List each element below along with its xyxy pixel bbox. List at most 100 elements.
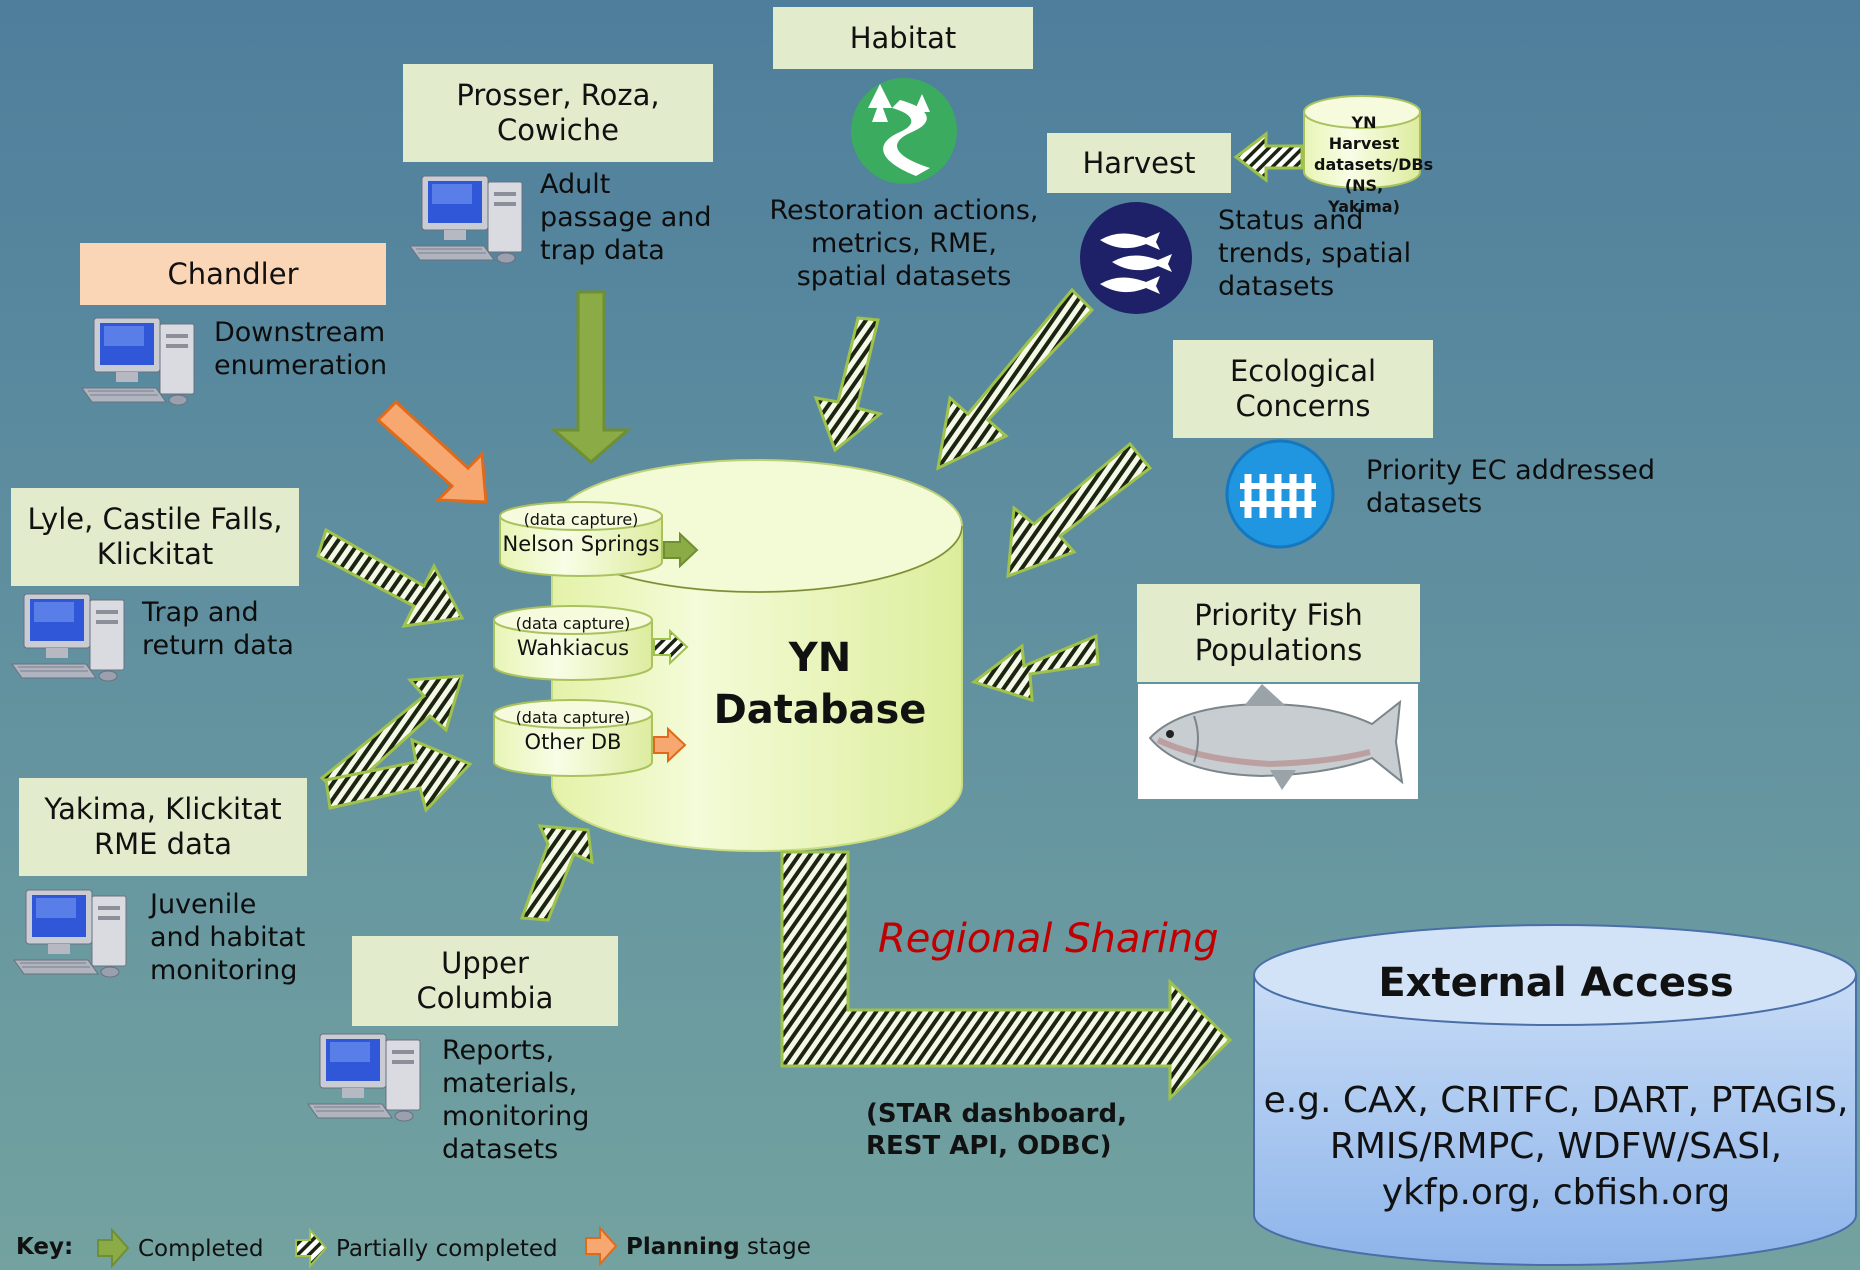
desc-line: trap data [540, 235, 665, 266]
desc-line: Reports, [442, 1035, 555, 1066]
arrow-prosser-completed [549, 290, 633, 464]
data-capture-cylinder-3 [493, 699, 653, 777]
external-line: ykfp.org, cbfish.org [1381, 1172, 1731, 1213]
desc-line: passage and [540, 202, 712, 233]
computer-icon [307, 1033, 421, 1122]
desc-line: datasets [1218, 271, 1335, 302]
data-capture-cylinder-1 [499, 501, 663, 577]
chandler-description: Downstream enumeration [214, 316, 387, 382]
upper-columbia-title-line: Columbia [416, 981, 554, 1015]
desc-line: monitoring [442, 1101, 590, 1132]
prosser-title-line: Cowiche [497, 113, 619, 147]
ecological-concerns-box: Ecological Concerns [1173, 340, 1433, 438]
yn-database-label: YN Database [700, 632, 940, 736]
data-capture-tag: (data capture) [515, 708, 631, 727]
prosser-roza-cowiche-box: Prosser, Roza, Cowiche [403, 64, 713, 162]
data-capture-label-1: (data capture) Nelson Springs [500, 510, 662, 558]
habitat-title: Habitat [849, 20, 957, 55]
data-capture-arrow-partial [653, 628, 689, 666]
key-completed-label: Completed [138, 1236, 264, 1262]
arrow-chandler-planning [375, 399, 488, 504]
key-planning-bold: Planning [626, 1234, 740, 1260]
lyle-title-line: Lyle, Castile Falls, [27, 502, 283, 536]
desc-line: monitoring [150, 955, 298, 986]
lyle-description: Trap and return data [142, 596, 294, 662]
computer-icon [11, 593, 125, 682]
habitat-box: Habitat [773, 7, 1033, 69]
priority-fish-title-line: Priority Fish [1194, 598, 1363, 632]
key-partial-label: Partially completed [336, 1236, 558, 1262]
desc-line: and habitat [150, 922, 306, 953]
data-capture-name: Wahkiacus [516, 636, 630, 660]
harvest-db-line: datasets/DBs [1314, 155, 1434, 174]
data-capture-label-3: (data capture) Other DB [494, 708, 652, 756]
desc-line: Restoration actions, [769, 195, 1039, 226]
arrow-harvest-partial [936, 287, 1095, 471]
desc-line: Priority EC addressed [1366, 455, 1655, 486]
desc-line: trends, spatial [1218, 238, 1412, 269]
data-capture-tag: (data capture) [523, 510, 639, 529]
habitat-description: Restoration actions, metrics, RME, spati… [756, 194, 1052, 293]
desc-line: metrics, RME, [811, 228, 997, 259]
prosser-description: Adult passage and trap data [540, 168, 712, 267]
desc-line: enumeration [214, 350, 388, 381]
harvest-box: Harvest [1047, 133, 1231, 193]
key-planning-arrow-icon [585, 1225, 618, 1267]
harvest-db-label: YN Harvest datasets/DBs (NS, Yakima) [1314, 112, 1434, 217]
data-capture-name: Other DB [524, 730, 622, 754]
key-partial-arrow-icon [295, 1227, 328, 1269]
arrow-lyle-partial [316, 527, 465, 628]
upper-columbia-description: Reports, materials, monitoring datasets [442, 1034, 589, 1166]
key-label: Key: [16, 1234, 74, 1260]
arrow-regional-sharing [780, 850, 1233, 1102]
data-capture-label-2: (data capture) Wahkiacus [494, 614, 652, 662]
external-access-title: External Access [1378, 960, 1734, 1006]
desc-line: Juvenile [150, 889, 257, 920]
yakima-title-line: Yakima, Klickitat [44, 792, 282, 826]
desc-line: Trap and [142, 597, 259, 628]
external-line: e.g. CAX, CRITFC, DART, PTAGIS, [1263, 1080, 1849, 1121]
arrow-priority-fish-partial [970, 633, 1100, 703]
harvest-db-line: (NS, Yakima) [1328, 176, 1400, 216]
yn-database-line: Database [713, 687, 927, 733]
sharing-methods-line: REST API, ODBC) [866, 1131, 1112, 1161]
yn-database-line: YN [788, 635, 852, 681]
computer-icon [13, 889, 127, 978]
arrow-habitat-partial [813, 316, 884, 453]
yakima-description: Juvenile and habitat monitoring [150, 888, 305, 987]
desc-line: Downstream [214, 317, 386, 348]
sharing-methods-line: (STAR dashboard, [866, 1099, 1127, 1129]
data-capture-name: Nelson Springs [502, 532, 660, 556]
harvest-title: Harvest [1082, 145, 1196, 180]
data-capture-arrow-completed [663, 531, 699, 569]
desc-line: datasets [1366, 488, 1483, 519]
key-completed-arrow-icon [97, 1227, 130, 1269]
sharing-methods-label: (STAR dashboard, REST API, ODBC) [866, 1098, 1127, 1162]
priority-fish-title-line: Populations [1194, 633, 1363, 667]
computer-icon [81, 317, 195, 406]
data-capture-cylinder-2 [493, 605, 653, 681]
arrow-yakima-partial-2 [324, 737, 473, 813]
desc-line: return data [142, 630, 294, 661]
habitat-river-icon [851, 78, 957, 184]
lyle-title-line: Klickitat [96, 537, 214, 571]
computer-icon [409, 175, 523, 264]
external-access-cylinder [1253, 924, 1857, 1266]
ecological-title-line: Concerns [1235, 389, 1371, 423]
chandler-box: Chandler [80, 243, 386, 305]
data-capture-arrow-planning [653, 726, 687, 764]
barrier-fence-icon [1225, 439, 1335, 549]
chandler-title: Chandler [167, 256, 299, 291]
key-planning-label: Planning stage [626, 1234, 811, 1260]
desc-line: materials, [442, 1068, 578, 1099]
data-capture-tag: (data capture) [515, 614, 631, 633]
yakima-title-line: RME data [93, 827, 233, 861]
prosser-title-line: Prosser, Roza, [456, 78, 660, 112]
desc-line: spatial datasets [796, 261, 1012, 292]
priority-fish-box: Priority Fish Populations [1137, 584, 1420, 682]
arrow-ecological-partial [1006, 441, 1153, 579]
regional-sharing-label: Regional Sharing [878, 916, 1219, 962]
upper-columbia-box: Upper Columbia [352, 936, 618, 1026]
harvest-db-cylinder [1303, 95, 1421, 189]
